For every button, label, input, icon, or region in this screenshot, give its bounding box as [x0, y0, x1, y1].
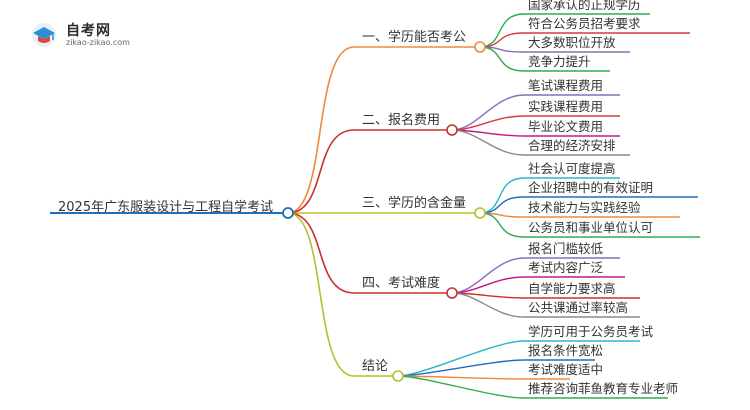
branch-node-circle	[446, 124, 458, 136]
branch-node-circle	[446, 287, 458, 299]
leaf-connector	[451, 292, 525, 299]
root-node-circle	[282, 207, 294, 219]
branch-node-circle	[392, 370, 404, 382]
leaf-connector	[479, 212, 525, 238]
branch-connector	[287, 212, 355, 377]
leaf-topic: 公共课通过率较高	[528, 300, 629, 315]
leaf-topic: 推荐咨询菲鱼教育专业老师	[528, 381, 679, 396]
logo-subtitle: zikao-zikao.com	[66, 38, 130, 47]
branch-topic: 一、学历能否考公	[362, 30, 467, 45]
leaf-topic: 自学能力要求高	[528, 281, 616, 296]
logo-title: 自考网	[66, 23, 111, 39]
leaf-connector	[451, 129, 525, 156]
leaf-topic: 大多数职位开放	[528, 35, 616, 50]
branch-topic: 三、学历的含金量	[362, 196, 467, 211]
leaf-connector	[397, 375, 525, 380]
branch-topic: 二、报名费用	[362, 113, 441, 128]
leaf-topic: 国家承认的正规学历	[528, 0, 641, 12]
leaf-connector	[451, 292, 525, 318]
leaf-connector	[479, 177, 525, 214]
branch-topic: 结论	[362, 359, 389, 374]
leaf-connector	[397, 340, 525, 377]
leaf-connector	[397, 375, 525, 399]
leaf-topic: 报名门槛较低	[528, 241, 604, 256]
leaf-topic: 符合公务员招考要求	[528, 16, 641, 31]
leaf-topic: 考试内容广泛	[528, 260, 604, 275]
branch-node-circle	[474, 41, 486, 53]
root-topic: 2025年广东服装设计与工程自学考试	[58, 200, 274, 215]
branch-connector	[287, 212, 355, 294]
site-logo: 自考网 zikao-zikao.com	[30, 20, 140, 50]
leaf-topic: 毕业论文费用	[528, 119, 604, 134]
leaf-topic: 考试难度适中	[528, 362, 604, 377]
leaf-topic: 公务员和事业单位认可	[528, 220, 654, 235]
leaf-topic: 实践课程费用	[528, 99, 604, 114]
leaf-topic: 合理的经济安排	[528, 138, 616, 153]
leaf-connector	[479, 46, 525, 72]
graduation-cap-icon	[32, 23, 56, 47]
leaf-topic: 报名条件宽松	[528, 343, 604, 358]
leaf-topic: 企业招聘中的有效证明	[528, 180, 654, 195]
leaf-connector	[479, 196, 525, 214]
leaf-topic: 技术能力与实践经验	[528, 200, 641, 215]
leaf-connector	[451, 257, 525, 294]
branch-connector	[287, 129, 355, 214]
leaf-connector	[397, 359, 525, 377]
branch-connector	[287, 46, 355, 214]
leaf-topic: 竞争力提升	[528, 54, 591, 69]
branch-topic: 四、考试难度	[362, 276, 441, 291]
leaf-connector	[451, 94, 525, 131]
leaf-topic: 笔试课程费用	[528, 78, 604, 93]
leaf-connector	[479, 13, 525, 48]
branch-node-circle	[474, 207, 486, 219]
leaf-topic: 学历可用于公务员考试	[528, 324, 654, 339]
leaf-topic: 社会认可度提高	[528, 161, 616, 176]
leaf-connector	[479, 32, 525, 48]
